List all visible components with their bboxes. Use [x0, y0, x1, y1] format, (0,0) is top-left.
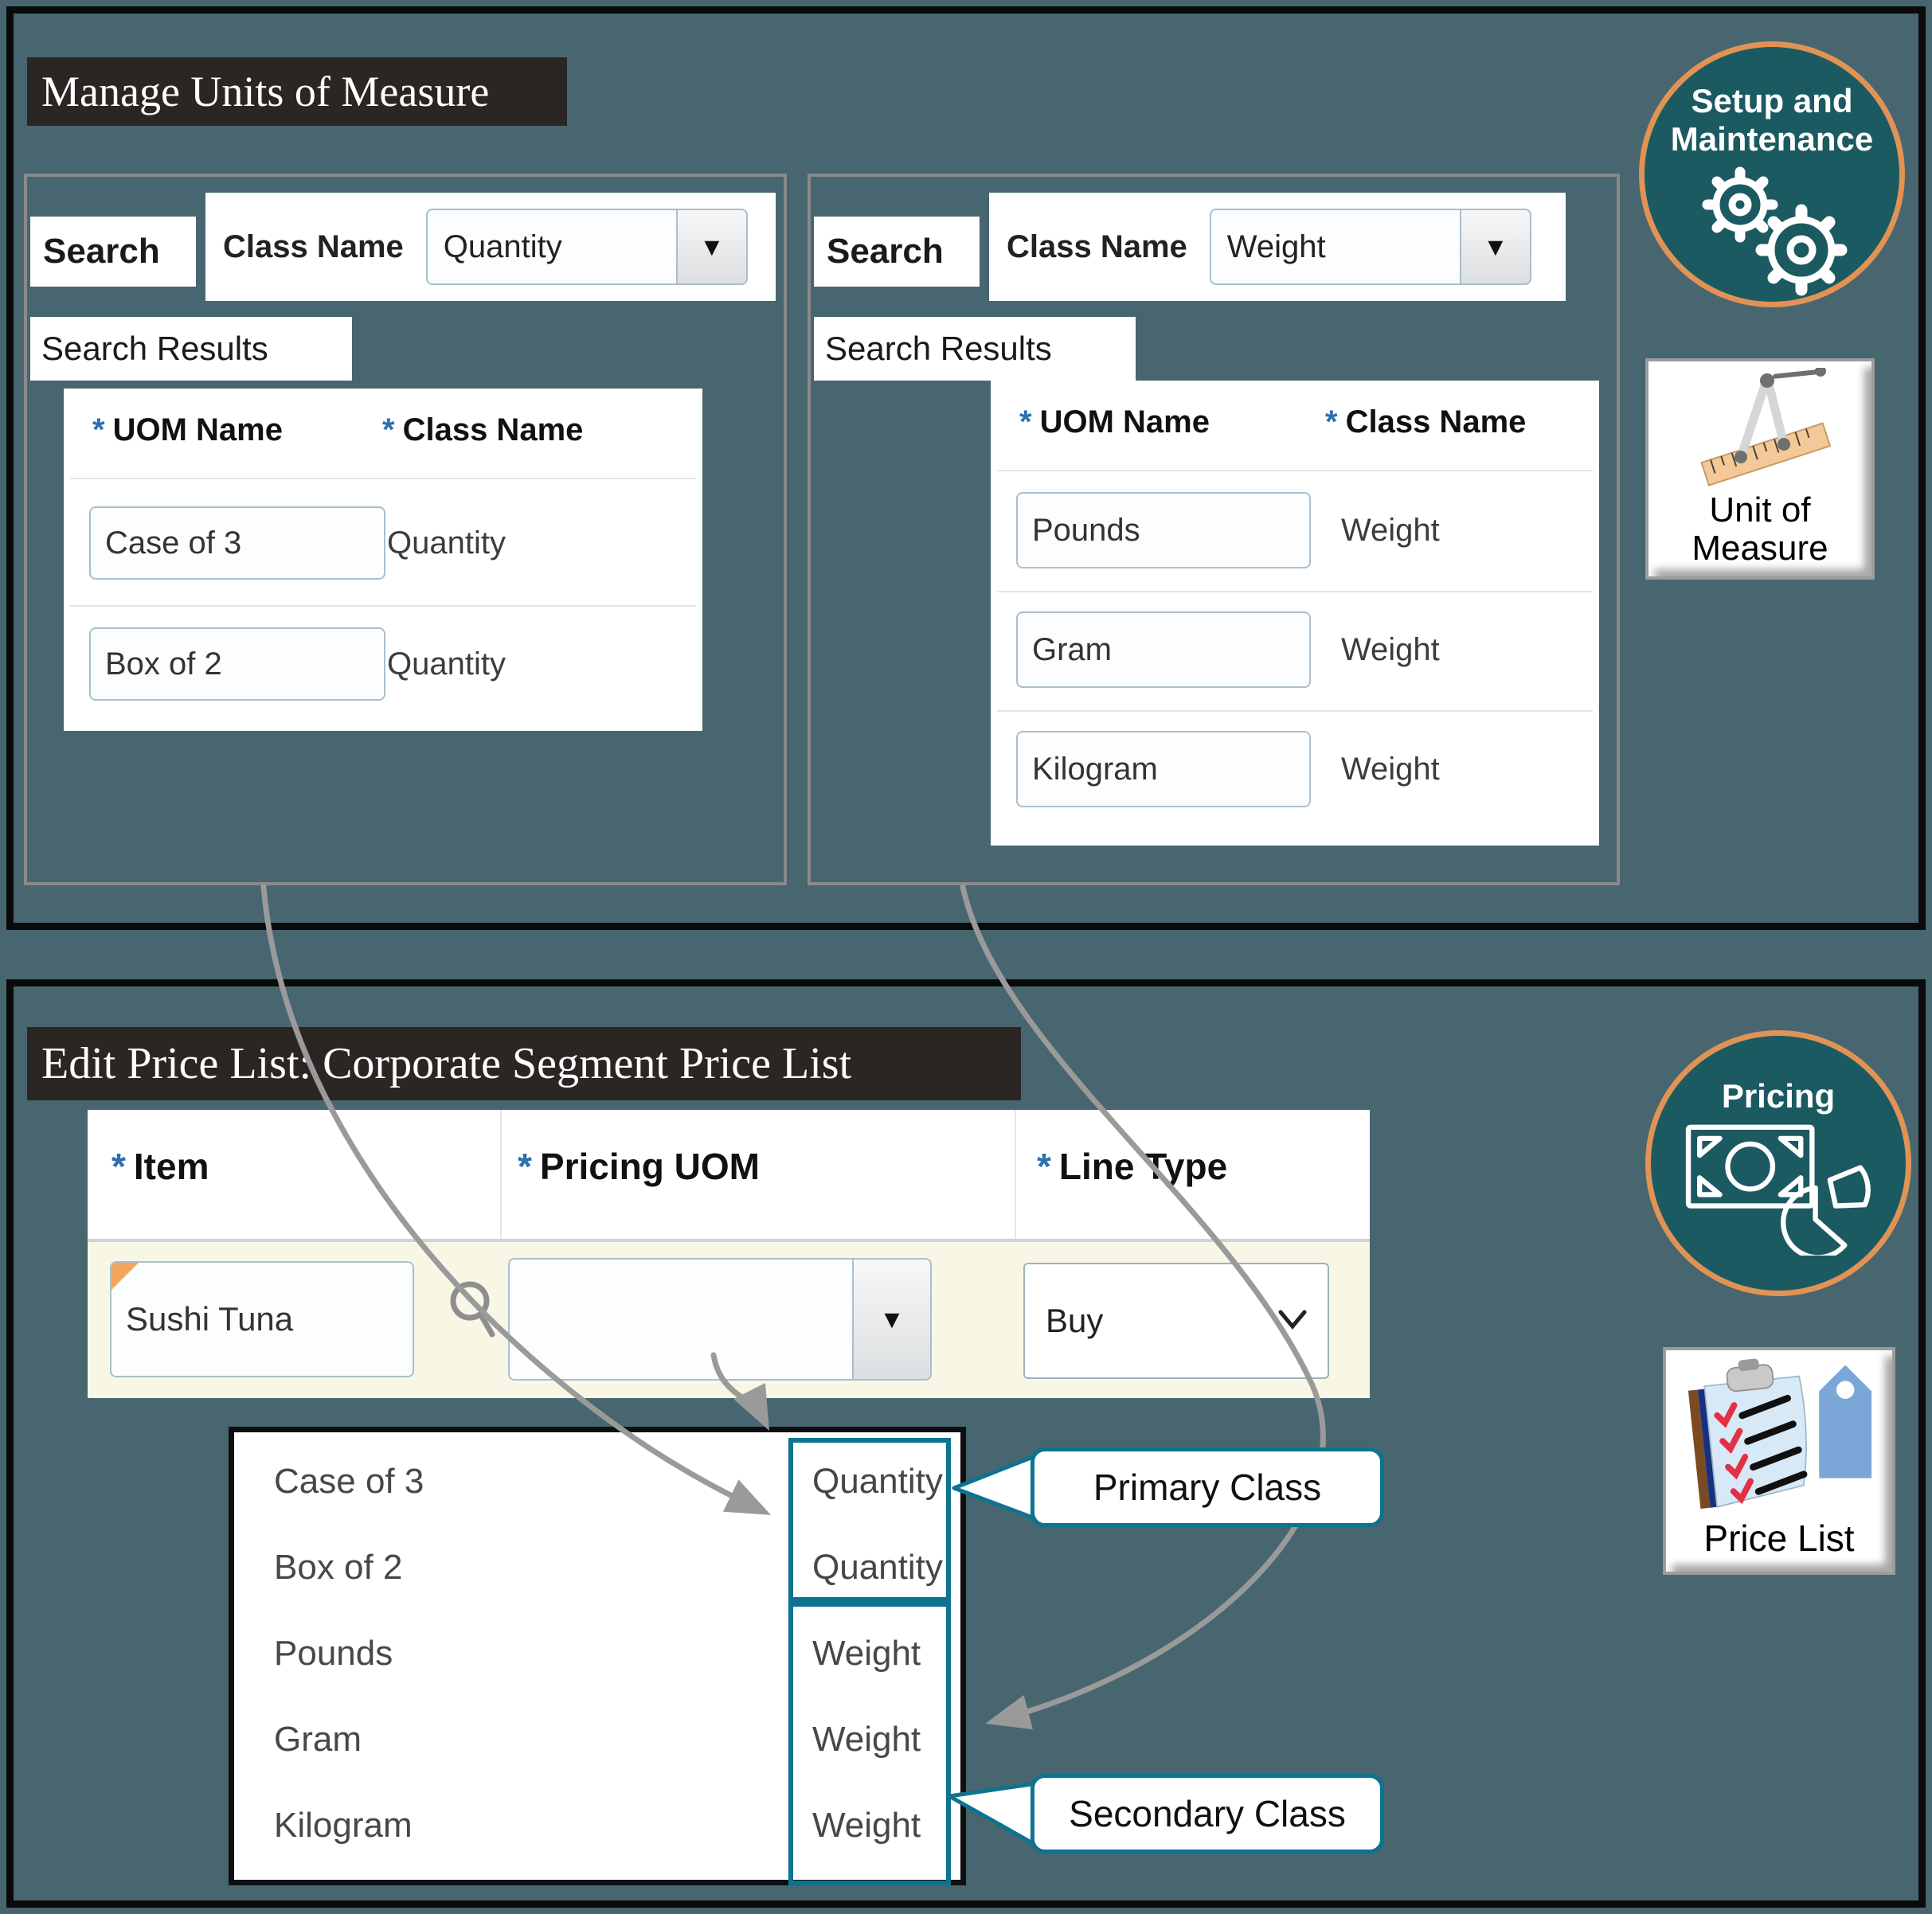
row-divider	[997, 591, 1593, 592]
uom-name-input[interactable]: Box of 2	[89, 627, 385, 701]
uom-name-input[interactable]: Kilogram	[1016, 731, 1311, 807]
class-name-cell: Weight	[1341, 512, 1440, 548]
search-results-table: *UOM Name *Class Name Case of 3 Quantity…	[64, 389, 702, 731]
dropdown-arrow-icon[interactable]: ▼	[1459, 209, 1531, 285]
uom-name-input[interactable]: Case of 3	[89, 506, 385, 580]
header-divider	[997, 470, 1593, 471]
required-corner-marker	[111, 1263, 139, 1290]
list-item[interactable]: Box of 2 Quantity	[274, 1548, 943, 1587]
list-item[interactable]: Gram Weight	[274, 1720, 921, 1759]
class-name-label: Class Name	[223, 229, 404, 264]
class-name-select-value[interactable]: Quantity	[425, 209, 676, 285]
search-results-label: Search Results	[30, 317, 352, 381]
uom-search-panel-weight: Class Name Weight ▼ Search Search Result…	[808, 174, 1620, 885]
search-section-label: Search	[30, 217, 196, 287]
chevron-down-icon	[1278, 1310, 1307, 1330]
search-icon[interactable]	[443, 1279, 506, 1347]
uom-name-input[interactable]: Pounds	[1016, 492, 1311, 568]
manage-uom-title: Manage Units of Measure	[27, 57, 567, 126]
item-header: *Item	[111, 1146, 209, 1187]
pricing-uom-value[interactable]	[508, 1258, 852, 1381]
row-divider	[997, 710, 1593, 712]
caliper-ruler-icon	[1700, 365, 1832, 486]
line-type-header: *Line Type	[1037, 1146, 1228, 1187]
setup-badge-line2: Maintenance	[1670, 120, 1874, 158]
pricing-badge-label: Pricing	[1721, 1077, 1836, 1115]
column-divider	[1015, 1110, 1016, 1239]
pricing-uom-header: *Pricing UOM	[518, 1146, 760, 1187]
price-list-tile[interactable]: Price List	[1663, 1347, 1895, 1575]
edit-price-list-title-text: Edit Price List: Corporate Segment Price…	[41, 1039, 852, 1088]
class-name-select-value[interactable]: Weight	[1209, 209, 1460, 285]
clipboard-tag-icon	[1688, 1358, 1872, 1509]
uom-name-header: *UOM Name	[1019, 404, 1210, 439]
price-list-form-header: *Item *Pricing UOM *Line Type	[88, 1110, 1370, 1240]
class-name-cell: Quantity	[387, 525, 506, 561]
class-name-header: *Class Name	[1325, 404, 1527, 439]
search-section-label: Search	[814, 217, 980, 287]
row-divider	[70, 605, 696, 607]
line-type-select[interactable]: Buy	[1023, 1263, 1329, 1379]
search-bar: Class Name Weight ▼	[989, 193, 1566, 301]
setup-badge-line1: Setup and	[1691, 82, 1853, 119]
dropdown-arrow-icon[interactable]: ▼	[675, 209, 748, 285]
unit-of-measure-tile[interactable]: Unit of Measure	[1645, 358, 1875, 580]
manage-uom-title-text: Manage Units of Measure	[41, 68, 490, 115]
setup-and-maintenance-badge[interactable]: Setup and Maintenance	[1639, 41, 1905, 307]
class-name-cell: Weight	[1341, 751, 1440, 787]
search-bar: Class Name Quantity ▼	[205, 193, 776, 301]
class-name-header: *Class Name	[382, 412, 584, 447]
uom-name-input[interactable]: Gram	[1016, 611, 1311, 688]
dropdown-arrow-icon[interactable]: ▼	[852, 1258, 932, 1381]
uom-name-header: *UOM Name	[92, 412, 283, 447]
price-list-form-row: Sushi Tuna ▼ Buy	[88, 1240, 1370, 1398]
class-name-dropdown-weight[interactable]: Weight ▼	[1209, 209, 1531, 285]
column-divider	[500, 1110, 502, 1239]
uom-tile-line1: Unit of	[1709, 490, 1811, 529]
search-results-label: Search Results	[814, 317, 1136, 381]
class-name-label: Class Name	[1007, 229, 1187, 264]
class-name-cell: Weight	[1341, 631, 1440, 667]
pricing-uom-dropdown[interactable]: ▼	[508, 1258, 932, 1381]
secondary-class-callout: Secondary Class	[1031, 1774, 1384, 1853]
secondary-class-group-box	[788, 1602, 951, 1885]
primary-class-group-box	[788, 1438, 951, 1602]
class-name-dropdown-quantity[interactable]: Quantity ▼	[425, 209, 748, 285]
price-list-tile-label: Price List	[1703, 1518, 1855, 1559]
header-divider	[70, 478, 696, 479]
list-item[interactable]: Pounds Weight	[274, 1634, 921, 1673]
edit-price-list-title: Edit Price List: Corporate Segment Price…	[27, 1027, 1021, 1100]
uom-search-panel-quantity: Class Name Quantity ▼ Search Search Resu…	[24, 174, 787, 885]
pricing-badge[interactable]: Pricing	[1645, 1030, 1911, 1296]
gears-icon	[1702, 166, 1848, 296]
primary-class-callout: Primary Class	[1031, 1447, 1384, 1527]
money-pie-icon	[1685, 1124, 1871, 1260]
item-input[interactable]: Sushi Tuna	[110, 1261, 414, 1377]
list-item[interactable]: Kilogram Weight	[274, 1806, 921, 1845]
class-name-cell: Quantity	[387, 646, 506, 682]
uom-tile-line2: Measure	[1691, 529, 1828, 568]
search-results-table: *UOM Name *Class Name Pounds Weight Gram…	[991, 381, 1599, 846]
